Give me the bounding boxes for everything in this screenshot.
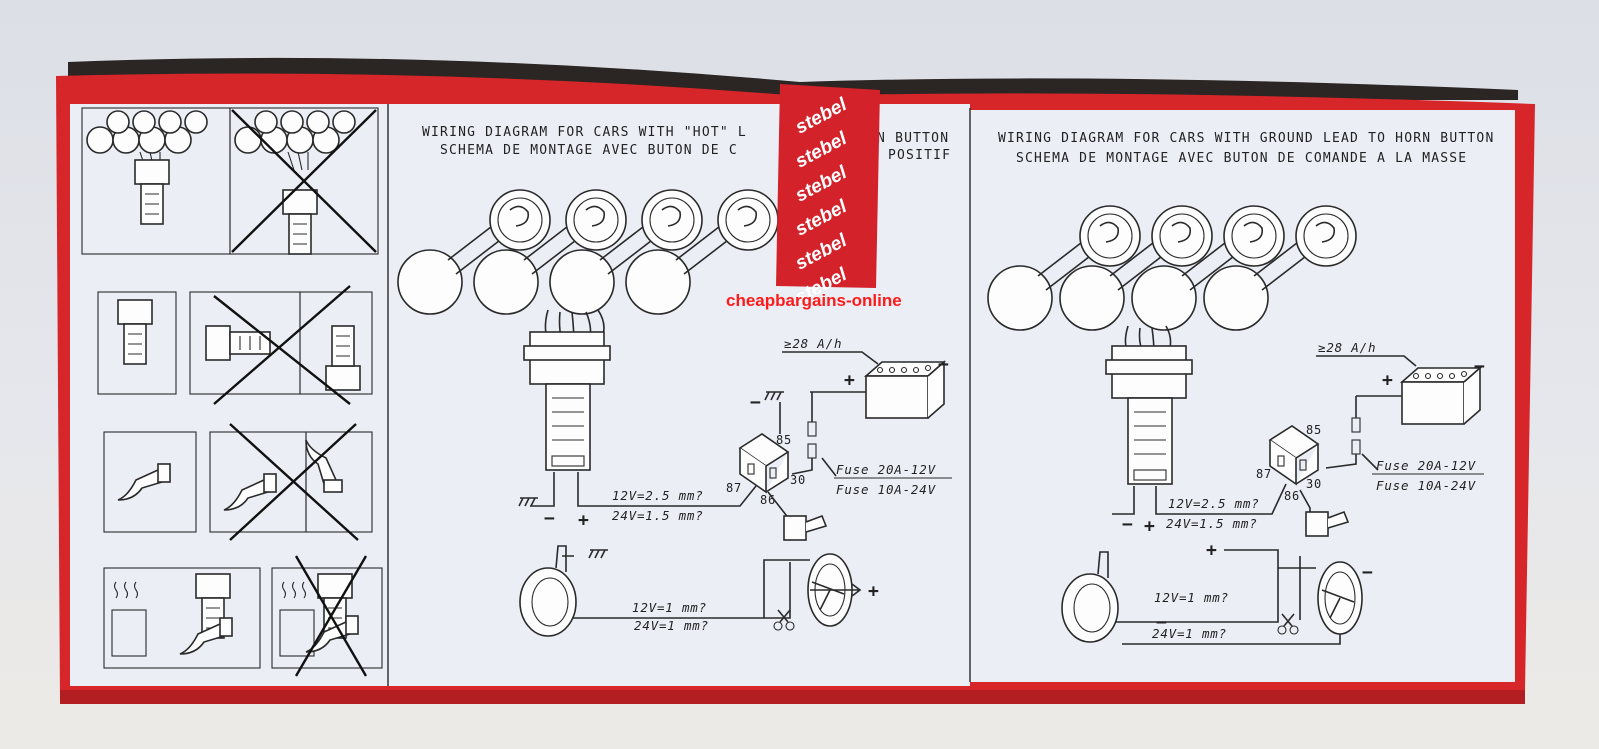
ground-diagram: WIRING DIAGRAM FOR CARS WITH GROUND LEAD…	[987, 131, 1494, 645]
ground-steering-wheel	[1317, 561, 1363, 635]
ground-battery-arrow	[1316, 355, 1417, 367]
ground-air-tubes	[1124, 325, 1172, 355]
ground-wires	[1106, 395, 1402, 645]
cross-4b	[294, 555, 368, 677]
hot-title-en: WIRING DIAGRAM FOR CARS WITH "HOT" L	[422, 125, 747, 140]
hot-wire-main-12: 12V=2.5 mm?	[612, 488, 704, 503]
ground-wheel-minus: −	[1362, 562, 1374, 583]
hot-title-en-tail: RN BUTTON	[868, 131, 949, 146]
hot-wheel-arrow	[810, 583, 862, 597]
ground-pin-85: 85	[1306, 423, 1322, 437]
hot-relay-minus: −	[750, 392, 762, 413]
hot-pin-30: 30	[790, 473, 806, 487]
ground-comp-plus: +	[1144, 516, 1156, 537]
ground-pin-86: 86	[1284, 489, 1300, 503]
heat-waves-a	[113, 581, 139, 599]
mount-box-3c	[305, 431, 373, 533]
ground-pin-30: 30	[1306, 477, 1322, 491]
ground-battery-minus: −	[1474, 356, 1486, 377]
ground-switch-plus: +	[1206, 540, 1218, 561]
hot-diagram: WIRING DIAGRAM FOR CARS WITH "HOT" L RN …	[397, 125, 952, 637]
hot-battery-plus: +	[844, 370, 856, 391]
heat-source-b	[279, 609, 315, 657]
ground-fuse-12: Fuse 20A-12V	[1376, 458, 1477, 473]
hot-wheel-plus: +	[868, 581, 880, 602]
mount-box-3a	[103, 431, 197, 533]
ground-wire-main-12: 12V=2.5 mm?	[1168, 496, 1260, 511]
hot-fuse-12: Fuse 20A-12V	[836, 462, 937, 477]
watermark: cheapbargains-online	[726, 291, 902, 310]
hot-battery	[865, 361, 945, 419]
ground-wire-small-12: 12V=1 mm?	[1154, 590, 1229, 605]
hot-comp-minus: −	[544, 508, 556, 529]
hot-comp-plus: +	[578, 510, 590, 531]
hot-battery-label: ≥28 A/h	[784, 336, 842, 351]
hot-pin-85: 85	[776, 433, 792, 447]
hot-air-tubes	[544, 309, 605, 347]
ground-wire-small-24: 24V=1 mm?	[1152, 626, 1227, 641]
heat-source-a	[111, 609, 147, 657]
box-shadow-edge	[60, 690, 1525, 704]
mount-box-4b	[271, 567, 383, 669]
ground-battery	[1401, 367, 1481, 425]
tape-strip	[776, 84, 880, 288]
ground-battery-label: ≥28 A/h	[1318, 340, 1376, 355]
ground-fuse-arrow	[1361, 453, 1379, 471]
ground-comp-minus: −	[1122, 514, 1134, 535]
hot-title-fr-tail: POSITIF	[888, 148, 951, 163]
mount-box-4a	[103, 567, 261, 669]
hot-battery-minus: −	[938, 354, 950, 375]
hot-fuse-24: Fuse 10A-24V	[836, 482, 937, 497]
ground-pin-87: 87	[1256, 467, 1272, 481]
cross-2a	[213, 295, 351, 405]
cross-1b	[231, 109, 377, 253]
ground-battery-plus: +	[1382, 370, 1394, 391]
cross-2b	[213, 285, 351, 405]
ground-title-en: WIRING DIAGRAM FOR CARS WITH GROUND LEAD…	[998, 131, 1494, 146]
ground-fuse-24: Fuse 10A-24V	[1376, 478, 1477, 493]
ground-wire-main-24: 24V=1.5 mm?	[1166, 516, 1258, 531]
heat-waves-b	[281, 581, 307, 599]
hot-pin-87: 87	[726, 481, 742, 495]
cross-3b	[229, 423, 357, 541]
hot-wire-small-12: 12V=1 mm?	[632, 600, 707, 615]
hot-title-fr: SCHEMA DE MONTAGE AVEC BUTON DE C	[440, 143, 738, 158]
hot-fuse-arrow	[821, 457, 837, 477]
mounting-instructions	[81, 107, 383, 677]
hot-wire-main-24: 24V=1.5 mm?	[612, 508, 704, 523]
hot-wire-small-24: 24V=1 mm?	[634, 618, 709, 633]
mount-box-2a	[97, 291, 177, 395]
hot-battery-arrow	[782, 351, 879, 365]
ground-title-fr: SCHEMA DE MONTAGE AVEC BUTON DE COMANDE …	[1016, 151, 1467, 166]
